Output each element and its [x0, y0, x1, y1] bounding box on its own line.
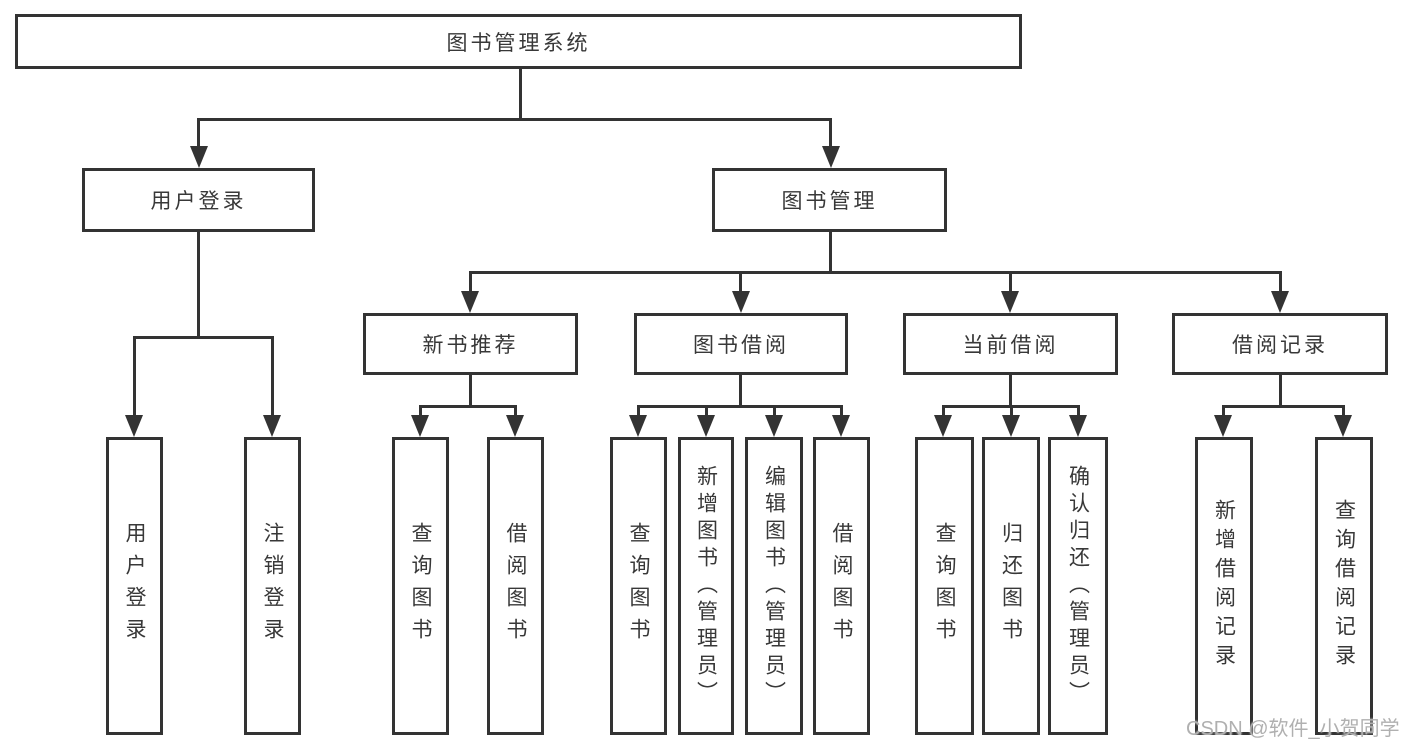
node-label: 当前借阅 — [962, 334, 1059, 357]
leaf-query-borrow-record: 查询借阅记录 — [1315, 437, 1373, 735]
leaf-label: 归还图书 — [999, 522, 1023, 650]
connector-line — [739, 271, 742, 295]
leaf-label: 借阅图书 — [504, 522, 528, 650]
leaf-borrow-book: 借阅图书 — [813, 437, 870, 735]
connector-line — [840, 405, 843, 419]
leaf-confirm-return-admin: 确认归还（管理员） — [1048, 437, 1108, 735]
leaf-label: 新增图书（管理员） — [694, 464, 718, 708]
leaf-label: 确认归还（管理员） — [1066, 464, 1090, 708]
connector-line — [469, 271, 472, 295]
connector-line — [469, 375, 472, 405]
connector-line — [1279, 375, 1282, 405]
connector-line — [829, 232, 832, 271]
connector-line — [1222, 405, 1345, 408]
connector-line — [133, 336, 136, 420]
leaf-query-book: 查询图书 — [610, 437, 667, 735]
connector-line — [739, 375, 742, 405]
node-label: 借阅记录 — [1232, 334, 1328, 357]
node-book-borrow: 图书借阅 — [634, 313, 848, 375]
connector-line — [419, 405, 422, 419]
connector-line — [1279, 271, 1282, 295]
connector-line — [942, 405, 945, 419]
arrow-down-icon — [461, 291, 479, 313]
arrow-down-icon — [125, 415, 143, 437]
connector-line — [829, 118, 832, 150]
arrow-down-icon — [732, 291, 750, 313]
arrow-down-icon — [263, 415, 281, 437]
leaf-label: 查询图书 — [627, 522, 651, 650]
node-new-book-recommend: 新书推荐 — [363, 313, 578, 375]
connector-line — [1010, 405, 1013, 419]
arrow-down-icon — [190, 146, 208, 168]
arrow-down-icon — [1001, 291, 1019, 313]
leaf-add-borrow-record: 新增借阅记录 — [1195, 437, 1253, 735]
node-label: 新书推荐 — [422, 334, 519, 357]
connector-line — [637, 405, 843, 408]
leaf-query-book: 查询图书 — [392, 437, 449, 735]
leaf-borrow-book: 借阅图书 — [487, 437, 544, 735]
leaf-label: 借阅图书 — [830, 522, 854, 650]
connector-line — [197, 118, 200, 150]
connector-line — [1222, 405, 1225, 419]
leaf-add-book-admin: 新增图书（管理员） — [678, 437, 734, 735]
arrow-down-icon — [1334, 415, 1352, 437]
arrow-down-icon — [1214, 415, 1232, 437]
node-book-management: 图书管理 — [712, 168, 947, 232]
leaf-label: 查询借阅记录 — [1332, 499, 1356, 673]
arrow-down-icon — [832, 415, 850, 437]
arrow-down-icon — [1069, 415, 1087, 437]
node-label: 图书借阅 — [693, 334, 789, 357]
leaf-edit-book-admin: 编辑图书（管理员） — [745, 437, 803, 735]
arrow-down-icon — [506, 415, 524, 437]
leaf-logout: 注销登录 — [244, 437, 301, 735]
leaf-label: 查询图书 — [409, 522, 433, 650]
connector-line — [637, 405, 640, 419]
leaf-user-login: 用户登录 — [106, 437, 163, 735]
csdn-watermark: CSDN @软件_小贺同学 — [1186, 718, 1400, 740]
connector-line — [419, 405, 517, 408]
connector-line — [1009, 271, 1012, 295]
connector-line — [705, 405, 708, 419]
leaf-label: 新增借阅记录 — [1212, 499, 1236, 673]
connector-line — [773, 405, 776, 419]
arrow-down-icon — [1002, 415, 1020, 437]
connector-line — [1009, 375, 1012, 405]
arrow-down-icon — [934, 415, 952, 437]
leaf-label: 编辑图书（管理员） — [762, 464, 786, 708]
connector-line — [514, 405, 517, 419]
leaf-label: 用户登录 — [123, 522, 147, 650]
arrow-down-icon — [629, 415, 647, 437]
arrow-down-icon — [697, 415, 715, 437]
node-library-management-system: 图书管理系统 — [15, 14, 1022, 69]
connector-line — [271, 336, 274, 420]
arrow-down-icon — [765, 415, 783, 437]
arrow-down-icon — [1271, 291, 1289, 313]
node-label: 图书管理 — [781, 190, 878, 213]
connector-line — [198, 118, 832, 121]
arrow-down-icon — [411, 415, 429, 437]
node-borrow-record: 借阅记录 — [1172, 313, 1388, 375]
connector-line — [1077, 405, 1080, 419]
connector-line — [519, 69, 522, 118]
leaf-return-book: 归还图书 — [982, 437, 1040, 735]
connector-line — [133, 336, 274, 339]
node-label: 用户登录 — [150, 190, 247, 213]
arrow-down-icon — [822, 146, 840, 168]
node-current-borrow: 当前借阅 — [903, 313, 1118, 375]
connector-line — [469, 271, 1282, 274]
node-label: 图书管理系统 — [446, 31, 591, 55]
connector-line — [1342, 405, 1345, 419]
leaf-label: 注销登录 — [261, 522, 285, 650]
connector-line — [197, 232, 200, 336]
leaf-query-book: 查询图书 — [915, 437, 974, 735]
leaf-label: 查询图书 — [933, 522, 957, 650]
node-user-login: 用户登录 — [82, 168, 315, 232]
